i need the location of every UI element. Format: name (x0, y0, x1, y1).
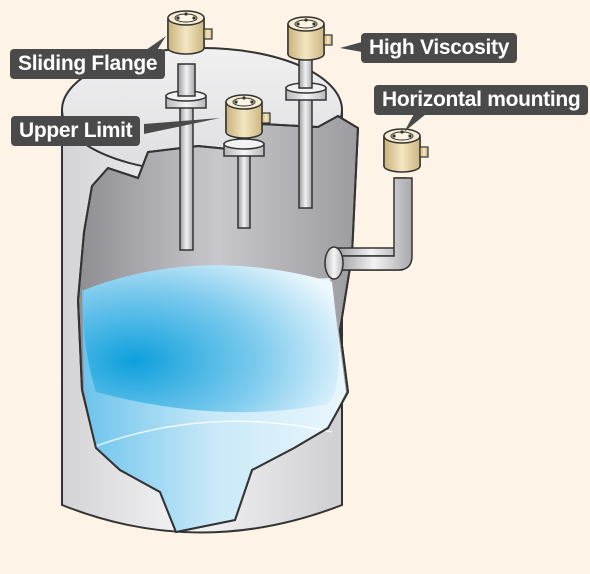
high-viscosity-switch (285, 16, 333, 209)
horizontal-mounting-pointer (404, 114, 426, 132)
level-switch-icon (287, 16, 333, 61)
horizontal-mounting-label: Horizontal mounting (374, 85, 589, 115)
high-viscosity-pointer (340, 42, 362, 52)
high-viscosity-label: High Viscosity (361, 33, 518, 63)
upper-limit-label: Upper Limit (11, 116, 141, 146)
upper-limit-pointer (144, 118, 220, 134)
sliding-flange-switch (165, 10, 213, 251)
upper-limit-switch (223, 94, 271, 229)
level-switch-icon (383, 128, 429, 173)
horizontal-mounting-switch (324, 128, 429, 280)
sliding-flange-label: Sliding Flange (10, 49, 166, 79)
